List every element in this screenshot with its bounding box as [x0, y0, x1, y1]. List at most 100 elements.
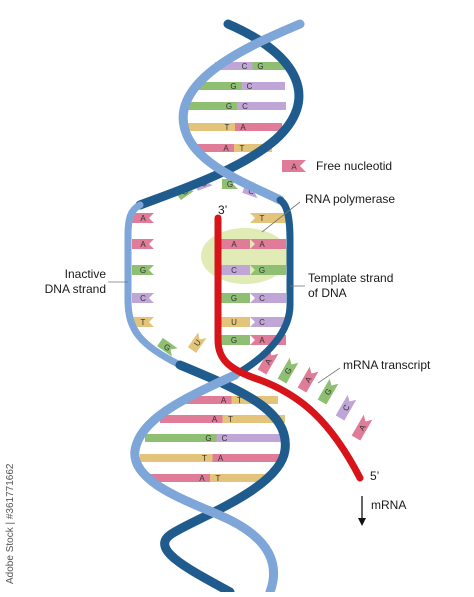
base-letter: T: [237, 396, 242, 405]
rna-polymerase-enzyme: [201, 228, 289, 284]
template-strand-label-line1: Template strand: [308, 271, 393, 285]
base-letter: C: [242, 102, 248, 111]
nucleotide-T: [188, 123, 235, 131]
base-letter: C: [341, 403, 352, 413]
mrna-transcript-nucleotide: C: [335, 394, 357, 421]
base-letter: G: [162, 342, 172, 353]
free-nucleotide: U: [187, 332, 207, 353]
rna-paired-nucleotide: C: [221, 265, 250, 275]
base-letter: A: [357, 423, 368, 433]
base-letter: C: [222, 434, 228, 443]
base-letter: C: [231, 266, 237, 275]
nucleotide-T: [222, 415, 285, 423]
mrna-transcript-strand: [214, 214, 364, 482]
base-letter: A: [259, 240, 265, 249]
template-strand-nucleotide: A: [250, 239, 286, 249]
base-letter: A: [231, 240, 237, 249]
base-letter: T: [260, 214, 265, 223]
base-letter: C: [242, 62, 248, 71]
base-letter: A: [140, 214, 146, 223]
template-strand-nucleotide: C: [250, 317, 286, 327]
nucleotide-A: [185, 396, 232, 404]
mrna-transcript-nucleotide: G: [277, 357, 299, 384]
inactive-strand-label-line2: DNA strand: [45, 282, 106, 296]
base-letter: A: [223, 144, 229, 153]
rna-paired-nucleotide: G: [221, 293, 250, 303]
mrna-transcript-nucleotide: G: [317, 378, 339, 405]
base-letter: A: [140, 240, 146, 249]
base-letter: T: [141, 318, 146, 327]
nucleotide-T: [140, 454, 213, 462]
free-nucleotide-swatch: [282, 160, 306, 172]
inactive-strand-label-line1: Inactive: [65, 267, 107, 281]
base-letter: T: [228, 415, 233, 424]
mrna-label: mRNA: [371, 498, 406, 512]
rna-polymerase-callout-line: [261, 201, 301, 233]
base-letter: T: [240, 144, 245, 153]
base-letter: G: [230, 82, 236, 91]
base-letter: A: [212, 415, 218, 424]
base-letter: A: [199, 474, 205, 483]
base-letter: G: [323, 387, 334, 397]
free-nucleotide-legend: A Free nucleotid: [282, 159, 392, 173]
base-letter: C: [259, 318, 265, 327]
nucleotide-T: [234, 144, 272, 152]
free-nucleotide: G: [157, 337, 178, 357]
dna-backbone-light-lower: [130, 370, 279, 597]
free-nucleotide-base: A: [291, 163, 297, 172]
base-letter: T: [216, 474, 221, 483]
base-letter: G: [226, 102, 232, 111]
base-letter: G: [205, 434, 211, 443]
nucleotide-C: [216, 434, 288, 442]
stock-id-watermark: Adobe Stock | #361771662: [5, 463, 16, 584]
inactive-strand-nucleotide: A: [132, 239, 154, 249]
base-letter: C: [259, 294, 265, 303]
mrna-direction-arrow-icon: [358, 496, 366, 526]
dna-backbone-dark-lower: [160, 360, 290, 597]
base-letter: G: [283, 366, 294, 376]
rna-paired-nucleotide: A: [221, 239, 250, 249]
dna-backbone-dark-upper: [135, 19, 304, 210]
base-letter: U: [231, 318, 237, 327]
base-letter: G: [231, 336, 237, 345]
base-letter: U: [192, 338, 203, 348]
template-strand-nucleotide: G: [250, 265, 286, 275]
mrna-transcript-nucleotide: A: [257, 348, 279, 375]
rna-polymerase-label: RNA polymerase: [305, 192, 395, 206]
nucleotide-A: [160, 415, 223, 423]
nucleotide-A: [196, 144, 234, 152]
base-letter: G: [140, 266, 146, 275]
inactive-strand-nucleotide: G: [132, 265, 154, 275]
nucleotide-A: [212, 454, 285, 462]
callout-lines: [108, 201, 341, 384]
inactive-strand-nucleotide: C: [132, 293, 154, 303]
mrna-transcript-label: mRNA transcript: [343, 358, 431, 372]
template-strand-nucleotide: C: [250, 293, 286, 303]
base-letter: T: [202, 454, 207, 463]
nucleotide-T: [210, 474, 270, 482]
base-letter: T: [225, 123, 230, 132]
template-strand-nucleotide: T: [250, 213, 286, 223]
rna-paired-nucleotide: G: [221, 335, 250, 345]
inactive-strand-nucleotide: T: [132, 317, 154, 327]
base-letter: A: [259, 336, 265, 345]
dna-backbone-light-upper: [178, 19, 305, 205]
five-prime-end-label: 5’: [370, 469, 379, 483]
nucleotide-G: [188, 102, 237, 110]
mrna-transcript-nucleotide: A: [297, 366, 319, 393]
free-nucleotide-label: Free nucleotid: [316, 159, 392, 173]
base-letter: G: [227, 180, 233, 189]
mrna-transcript-nucleotide: A: [351, 414, 373, 441]
base-letter: A: [221, 396, 227, 405]
